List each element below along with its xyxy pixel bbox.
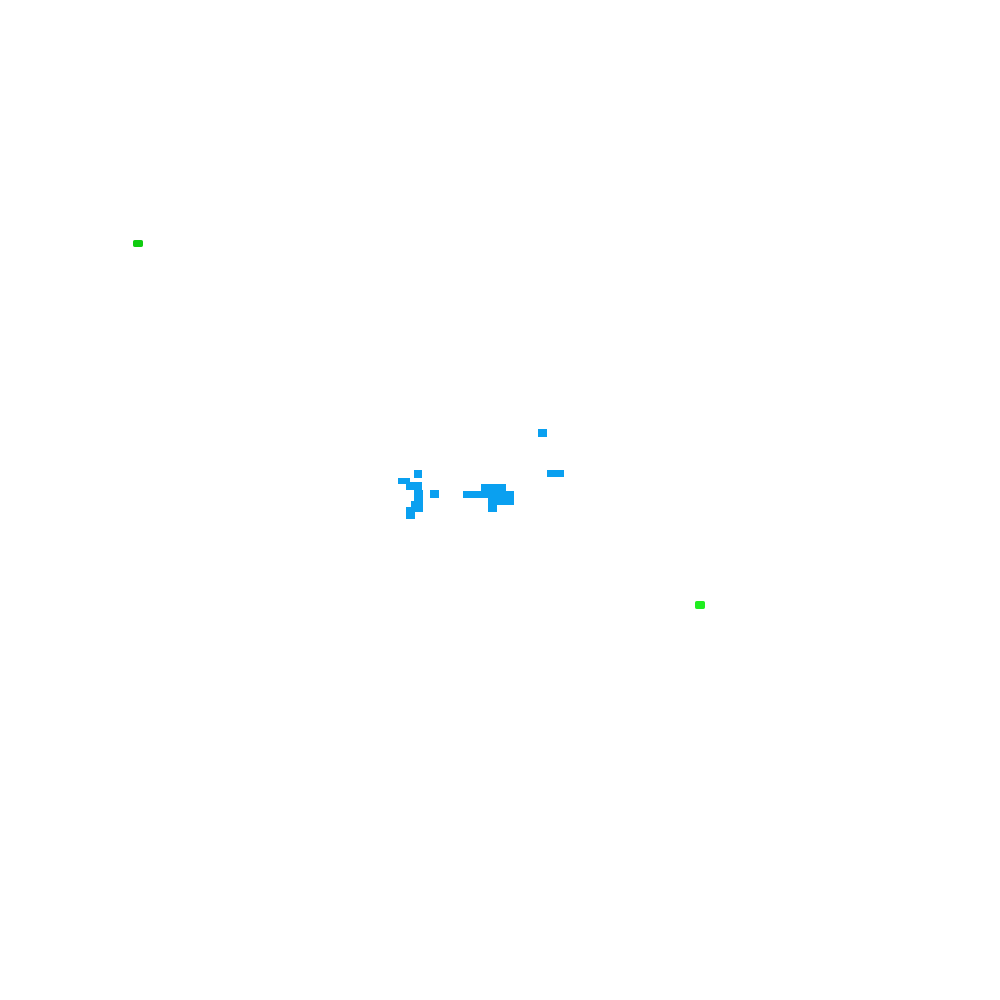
water-cell-h: [406, 507, 415, 519]
start-marker-icon: [133, 240, 143, 247]
water-cell-m: [497, 491, 514, 505]
water-cell-i: [430, 490, 439, 498]
water-cell-j: [463, 491, 483, 498]
water-cell-f: [414, 490, 423, 502]
water-cell-p: [502, 486, 506, 492]
water-cell-d: [414, 470, 422, 478]
water-cell-n: [488, 497, 497, 512]
water-cell-a: [538, 429, 547, 437]
end-marker-icon: [695, 601, 705, 609]
water-cell-k: [481, 484, 506, 492]
water-cell-o: [481, 488, 489, 498]
water-cell-g: [411, 501, 423, 512]
water-cell-c: [398, 478, 410, 484]
water-cell-b: [547, 470, 564, 477]
water-cell-e: [406, 482, 422, 490]
